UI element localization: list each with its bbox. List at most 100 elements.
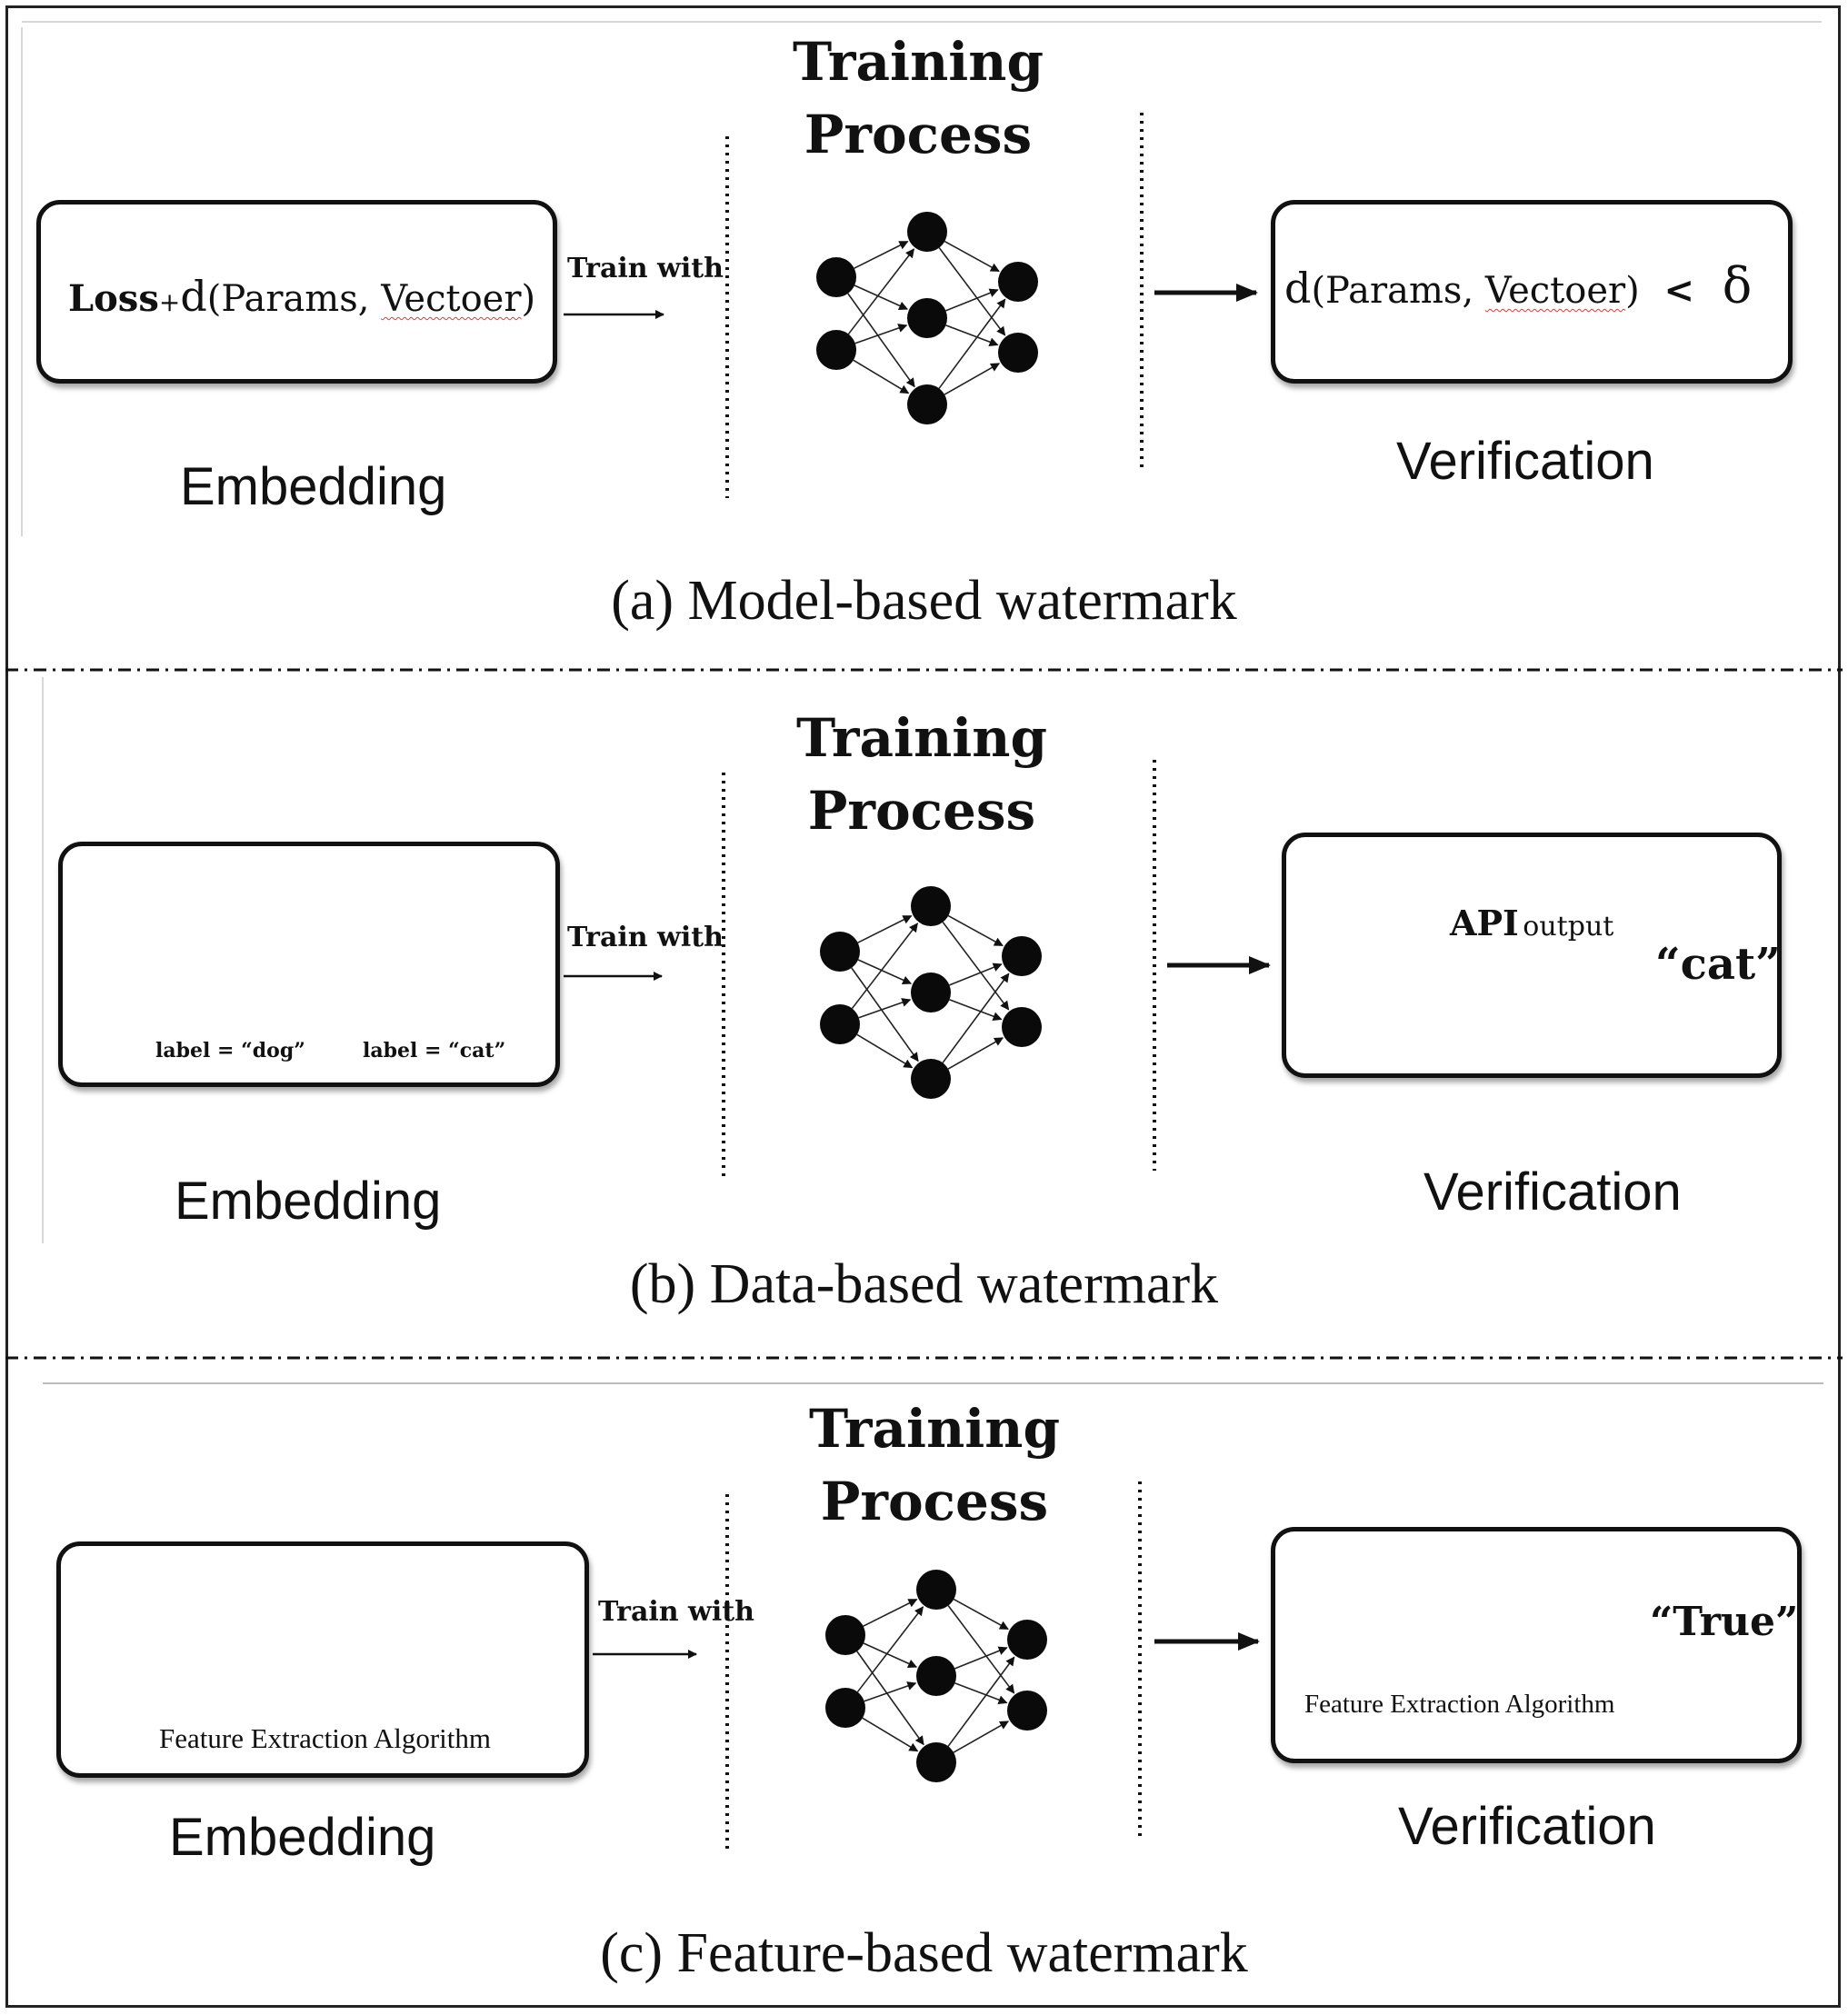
nn-node — [825, 1688, 865, 1728]
figure-frame — [5, 5, 1841, 2008]
section-a-train-with: Train with — [567, 253, 724, 284]
section-b-train-with: Train with — [567, 922, 724, 953]
nn-edge — [864, 1681, 917, 1702]
nn-edge — [857, 959, 913, 985]
nn-edge — [944, 240, 1000, 273]
nn-edge — [953, 1721, 1010, 1753]
nn-edge — [954, 1682, 1008, 1704]
args-close: ) — [521, 278, 536, 320]
nn-edge — [862, 1717, 919, 1752]
nn-edge — [863, 1642, 918, 1669]
feature-algo-label: Feature Extraction Algorithm — [1304, 1690, 1615, 1719]
section-c-title-line1: Training — [808, 1398, 1061, 1460]
embed-formula: Loss+d(Params, Vectoer) — [68, 272, 535, 321]
nn-edge — [949, 999, 1003, 1021]
nn-edge — [854, 241, 909, 269]
nn-edge — [942, 922, 1010, 1011]
verify-formula: d(Params, Vectoer) < δ — [1284, 257, 1752, 314]
nn-edge — [945, 288, 999, 312]
output-label: output — [1523, 911, 1614, 943]
vectoer-term: Vectoer — [1484, 270, 1626, 312]
less-than-sign: < — [1663, 269, 1694, 312]
nn-node — [916, 1570, 956, 1610]
nn-edge — [853, 359, 910, 394]
nn-node — [1007, 1691, 1047, 1731]
section-c-title-line2: Process — [820, 1471, 1049, 1532]
nn-edge — [863, 1599, 918, 1627]
feature-result-true: “True” — [1650, 1599, 1799, 1645]
section-a-title: Training Process — [727, 25, 1109, 171]
nn-node — [916, 1656, 956, 1696]
nn-edge — [851, 923, 919, 1010]
nn-edge — [942, 973, 1010, 1063]
label-cat: label = “cat” — [363, 1039, 506, 1062]
feature-algo-label: Feature Extraction Algorithm — [159, 1722, 492, 1754]
args-open: (Params, — [1311, 270, 1485, 312]
section-a-verification-label: Verification — [1396, 432, 1654, 491]
api-label: API — [1450, 903, 1519, 943]
nn-node — [1002, 936, 1042, 976]
plus-sign: + — [158, 287, 181, 317]
section-c-embedding-box: Feature Extraction Algorithm — [56, 1541, 589, 1778]
section-a-embedding-label: Embedding — [180, 457, 447, 516]
nn-node — [1007, 1620, 1047, 1660]
section-c-verification-box: Feature Extraction Algorithm “True” — [1271, 1527, 1802, 1763]
nn-edge — [856, 1033, 914, 1069]
nn-edge — [854, 324, 908, 344]
nn-edge — [847, 248, 915, 335]
section-c-train-with: Train with — [598, 1596, 754, 1628]
nn-edge — [944, 363, 1001, 395]
args-open: (Params, — [206, 278, 382, 320]
nn-edge — [858, 998, 912, 1019]
api-output-text: API output — [1450, 903, 1613, 943]
section-c-title: Training Process — [744, 1392, 1125, 1538]
nn-edge — [947, 1656, 1015, 1747]
nn-node — [911, 1059, 951, 1099]
distance-symbol: d — [180, 272, 207, 321]
nn-edge — [851, 967, 919, 1062]
distance-symbol: d — [1284, 264, 1312, 313]
nn-edge — [947, 1037, 1004, 1070]
section-a-verification-box: d(Params, Vectoer) < δ — [1271, 200, 1793, 384]
neural-network-icon — [820, 886, 1042, 1099]
neural-network-icon — [816, 212, 1038, 424]
nn-node — [998, 333, 1038, 373]
nn-edge — [954, 1646, 1008, 1670]
section-a-title-line1: Training — [792, 31, 1044, 93]
nn-edge — [947, 914, 1004, 947]
section-b-embedding-label: Embedding — [175, 1172, 442, 1231]
section-a-caption: (a) Model-based watermark — [611, 570, 1237, 632]
nn-node — [911, 886, 951, 926]
nn-edge — [847, 293, 915, 388]
nn-node — [820, 932, 860, 972]
nn-edge — [953, 1598, 1009, 1631]
neural-network-icon — [825, 1570, 1047, 1782]
nn-edge — [949, 963, 1003, 986]
section-b-verification-label: Verification — [1423, 1162, 1682, 1222]
nn-edge — [856, 1606, 924, 1693]
nn-edge — [856, 1651, 924, 1746]
nn-node — [998, 262, 1038, 302]
section-b-caption: (b) Data-based watermark — [629, 1253, 1219, 1315]
nn-node — [816, 257, 856, 297]
nn-edge — [938, 298, 1006, 389]
nn-node — [907, 212, 947, 252]
nn-edge — [945, 324, 999, 346]
section-c-caption: (c) Feature-based watermark — [600, 1922, 1248, 1984]
section-b-verification-box: API output “cat” — [1282, 833, 1782, 1078]
args-close: ) — [1625, 270, 1640, 312]
section-b-title: Training Process — [731, 702, 1113, 847]
nn-node — [907, 298, 947, 338]
section-c-verification-label: Verification — [1398, 1797, 1656, 1856]
nn-edge — [854, 284, 909, 311]
loss-term: Loss — [68, 277, 159, 320]
nn-node — [825, 1615, 865, 1655]
nn-node — [820, 1004, 860, 1044]
section-a-title-line2: Process — [804, 104, 1033, 165]
nn-node — [916, 1742, 956, 1782]
section-b-title-line2: Process — [807, 780, 1036, 842]
api-result-cat: “cat” — [1655, 939, 1781, 990]
section-b-title-line1: Training — [795, 707, 1048, 769]
vectoer-term: Vectoer — [381, 278, 522, 320]
nn-edge — [857, 915, 913, 943]
